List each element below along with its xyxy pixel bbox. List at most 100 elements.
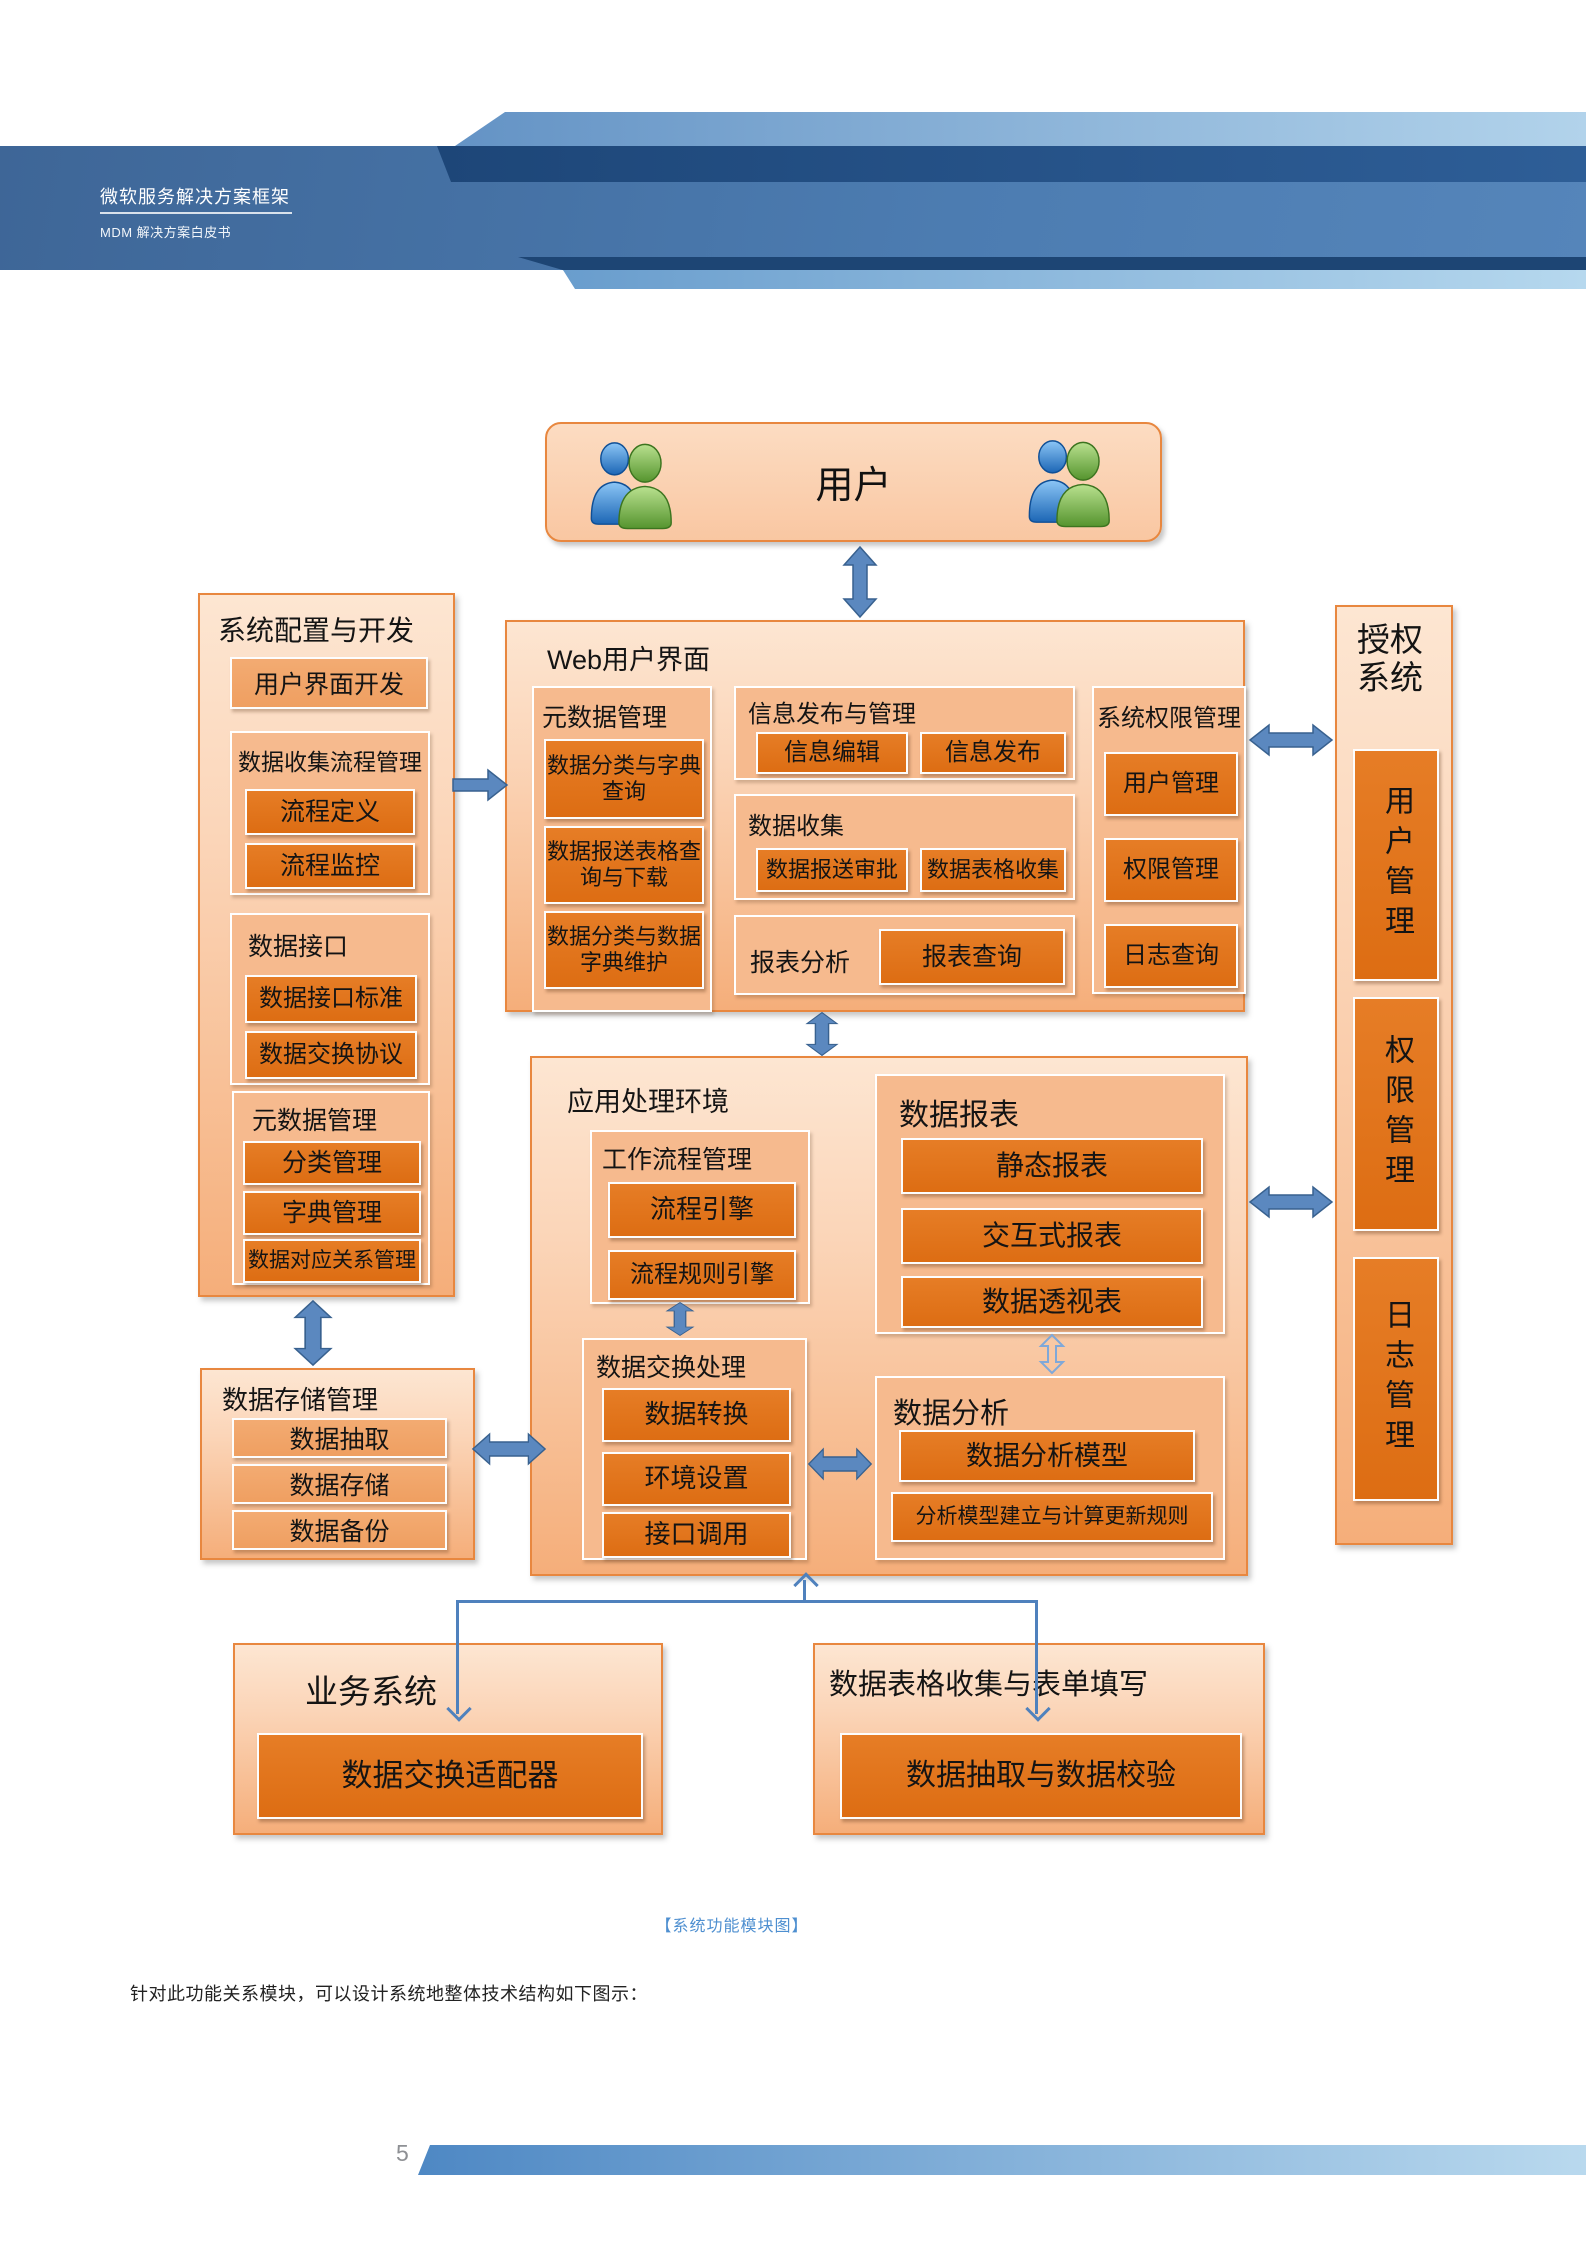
group-label: 数据分析 xyxy=(893,1398,1010,1430)
group-label: 数据接口 xyxy=(248,933,349,961)
leaf-box: 字典管理 xyxy=(243,1191,421,1235)
header-light-stripe xyxy=(455,112,1586,146)
config-panel: 系统配置与开发 用户界面开发 数据收集流程管理 流程定义 流程监控 数据接口 数… xyxy=(198,593,455,1297)
leaf-box: 数据对应关系管理 xyxy=(243,1239,421,1283)
group-label: 数据收集流程管理 xyxy=(238,749,422,775)
footer-band xyxy=(418,2145,1586,2175)
auth-leaf-perm-mgmt: 权限管理 xyxy=(1353,997,1439,1231)
header-navy-stripe xyxy=(437,146,1586,182)
connector-vline-forms xyxy=(1035,1602,1038,1714)
page-number: 5 xyxy=(396,2140,409,2166)
web-group-report: 报表分析 报表查询 xyxy=(734,915,1075,995)
leaf-box: 权限管理 xyxy=(1104,838,1238,902)
leaf-box: 报表查询 xyxy=(879,929,1065,985)
auth-leaf-log-mgmt: 日志管理 xyxy=(1353,1257,1439,1501)
web-group-metadata: 元数据管理 数据分类与字典查询 数据报送表格查询与下载 数据分类与数据字典维护 xyxy=(532,686,712,1012)
business-panel-title: 业务系统 xyxy=(305,1673,437,1710)
users-icon xyxy=(1028,440,1110,528)
arrow-reports-analysis xyxy=(1038,1333,1066,1375)
users-icon xyxy=(590,442,672,530)
group-label: 信息发布与管理 xyxy=(748,701,916,728)
group-label: 报表分析 xyxy=(750,949,851,977)
group-label: 元数据管理 xyxy=(252,1107,378,1135)
leaf-box: 数据表格收集 xyxy=(920,848,1066,892)
web-group-publish: 信息发布与管理 信息编辑 信息发布 xyxy=(734,686,1075,780)
leaf-box: 交互式报表 xyxy=(901,1208,1203,1264)
forms-leaf-validate: 数据抽取与数据校验 xyxy=(840,1733,1242,1819)
config-group-collect-flow: 数据收集流程管理 流程定义 流程监控 xyxy=(230,731,430,895)
figure-caption: 【系统功能模块图】 xyxy=(655,1918,809,1935)
appenv-panel: 应用处理环境 工作流程管理 流程引擎 流程规则引擎 数据交换处理 数据转换 环境… xyxy=(530,1056,1248,1576)
config-group-metadata: 元数据管理 分类管理 字典管理 数据对应关系管理 xyxy=(232,1091,430,1285)
header-title: 微软服务解决方案框架 xyxy=(100,187,290,207)
storage-panel-title: 数据存储管理 xyxy=(222,1385,379,1415)
leaf-box: 分类管理 xyxy=(243,1141,421,1185)
leaf-box: 数据分类与字典查询 xyxy=(544,739,704,819)
mid-box: 数据存储 xyxy=(232,1464,447,1504)
config-group-data-interface: 数据接口 数据接口标准 数据交换协议 xyxy=(230,913,430,1085)
storage-panel: 数据存储管理 数据抽取 数据存储 数据备份 xyxy=(200,1368,475,1560)
leaf-box: 用户管理 xyxy=(1104,752,1238,816)
arrow-workflow-exchange xyxy=(665,1301,695,1337)
leaf-box: 信息编辑 xyxy=(756,732,908,774)
arrow-exchange-analysis xyxy=(807,1447,873,1481)
leaf-box: 环境设置 xyxy=(602,1452,791,1506)
forms-panel-title: 数据表格收集与表单填写 xyxy=(829,1669,1149,1701)
business-leaf-adapter: 数据交换适配器 xyxy=(257,1733,643,1819)
arrow-web-appenv xyxy=(805,1011,839,1057)
leaf-box: 数据分析模型 xyxy=(899,1430,1195,1482)
connector-vline-appenv xyxy=(803,1580,806,1602)
arrow-appenv-auth xyxy=(1248,1185,1334,1219)
leaf-box: 流程引擎 xyxy=(608,1182,796,1238)
config-panel-title: 系统配置与开发 xyxy=(218,615,415,646)
mid-box: 数据备份 xyxy=(232,1510,447,1550)
leaf-box: 数据分类与数据字典维护 xyxy=(544,911,704,989)
arrow-config-storage xyxy=(293,1299,333,1367)
auth-leaf-user-mgmt: 用户管理 xyxy=(1353,749,1439,981)
leaf-box: 数据转换 xyxy=(602,1388,791,1442)
connector-vline-business xyxy=(456,1602,459,1714)
arrow-config-web xyxy=(452,768,509,802)
leaf-box: 分析模型建立与计算更新规则 xyxy=(891,1492,1213,1542)
leaf-box: 数据报送表格查询与下载 xyxy=(544,826,704,904)
group-label: 数据报表 xyxy=(899,1099,1019,1132)
connector-arrowhead-appenv xyxy=(793,1572,819,1598)
appenv-group-workflow: 工作流程管理 流程引擎 流程规则引擎 xyxy=(590,1130,810,1304)
connector-horizontal-line xyxy=(456,1600,1038,1603)
group-label: 工作流程管理 xyxy=(602,1146,753,1174)
leaf-box: 静态报表 xyxy=(901,1138,1203,1194)
header-subtitle: MDM 解决方案白皮书 xyxy=(100,225,232,240)
leaf-box: 流程定义 xyxy=(245,789,415,835)
header-navy-thin-stripe xyxy=(518,257,1586,271)
leaf-box: 流程规则引擎 xyxy=(608,1250,796,1300)
group-label: 数据收集 xyxy=(748,813,844,840)
header-title-underline xyxy=(100,212,292,214)
business-panel: 业务系统 数据交换适配器 xyxy=(233,1643,663,1835)
user-box-label: 用户 xyxy=(815,465,892,507)
forms-panel: 数据表格收集与表单填写 数据抽取与数据校验 xyxy=(813,1643,1265,1835)
header-light-bottom-stripe xyxy=(563,270,1586,289)
web-panel: Web用户界面 元数据管理 数据分类与字典查询 数据报送表格查询与下载 数据分类… xyxy=(505,620,1246,1012)
leaf-box: 信息发布 xyxy=(920,732,1066,774)
body-paragraph: 针对此功能关系模块，可以设计系统地整体技术结构如下图示： xyxy=(130,1984,648,2004)
leaf-box: 接口调用 xyxy=(602,1512,791,1558)
group-label: 元数据管理 xyxy=(542,704,668,732)
leaf-box: 数据接口标准 xyxy=(245,975,417,1023)
appenv-panel-title: 应用处理环境 xyxy=(567,1087,729,1117)
appenv-group-reports: 数据报表 静态报表 交互式报表 数据透视表 xyxy=(875,1074,1225,1334)
leaf-box: 数据交换协议 xyxy=(245,1031,417,1079)
arrow-web-auth xyxy=(1248,723,1334,757)
group-label: 系统权限管理 xyxy=(1097,705,1241,732)
arrow-appenv-storage xyxy=(471,1432,547,1466)
auth-panel: 授权 系统 用户管理 权限管理 日志管理 xyxy=(1335,605,1453,1545)
user-box: 用户 xyxy=(545,422,1162,542)
web-group-permission: 系统权限管理 用户管理 权限管理 日志查询 xyxy=(1092,686,1246,994)
appenv-group-analysis: 数据分析 数据分析模型 分析模型建立与计算更新规则 xyxy=(875,1376,1225,1560)
auth-panel-title: 授权 系统 xyxy=(1357,621,1423,696)
web-panel-title: Web用户界面 xyxy=(547,645,711,675)
group-label: 数据交换处理 xyxy=(596,1354,747,1382)
leaf-box: 数据报送审批 xyxy=(756,848,908,892)
leaf-box: 流程监控 xyxy=(245,843,415,889)
leaf-box: 日志查询 xyxy=(1104,924,1238,988)
